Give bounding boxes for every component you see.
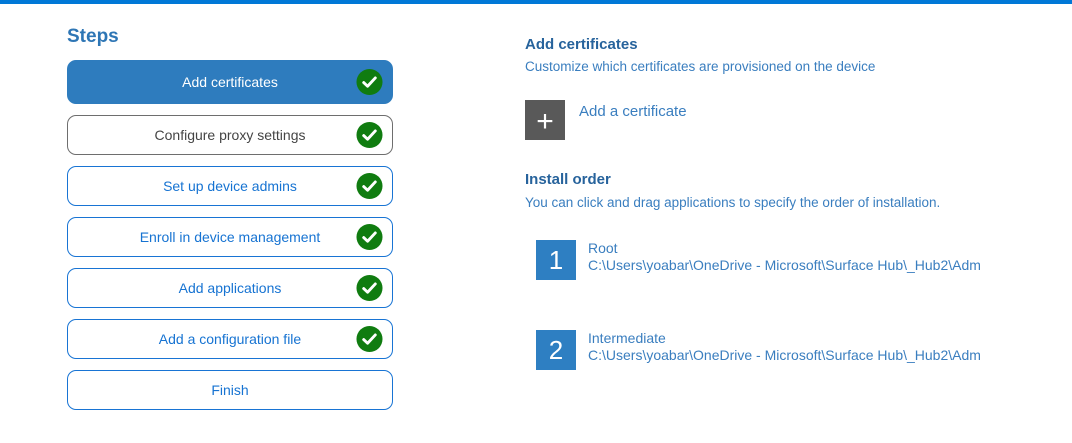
order-number: 2 — [548, 335, 564, 365]
check-icon — [356, 68, 383, 96]
step-label: Add certificates — [182, 74, 278, 90]
add-certificates-panel: Add certificates Customize which certifi… — [525, 36, 1046, 370]
step-add-certificates[interactable]: Add certificates — [67, 60, 393, 104]
steps-list: Add certificates Configure proxy setting… — [67, 60, 393, 410]
install-order-title: Install order — [525, 171, 611, 188]
step-add-applications[interactable]: Add applications — [67, 268, 393, 308]
check-icon — [356, 223, 383, 251]
item-text: Intermediate C:\Users\yoabar\OneDrive - … — [588, 330, 981, 364]
add-certificate-label: Add a certificate — [579, 103, 687, 120]
step-add-a-configuration-file[interactable]: Add a configuration file — [67, 319, 393, 359]
step-finish[interactable]: Finish — [67, 370, 393, 410]
item-text: Root C:\Users\yoabar\OneDrive - Microsof… — [588, 240, 981, 274]
step-set-up-device-admins[interactable]: Set up device admins — [67, 166, 393, 206]
install-order-list: 1 Root C:\Users\yoabar\OneDrive - Micros… — [536, 240, 1046, 370]
order-number-badge: 1 — [536, 240, 576, 280]
install-order-item[interactable]: 1 Root C:\Users\yoabar\OneDrive - Micros… — [536, 240, 1046, 280]
step-label: Enroll in device management — [139, 229, 321, 245]
top-accent-bar — [0, 0, 1072, 4]
check-icon — [356, 274, 383, 302]
step-enroll-in-device-management[interactable]: Enroll in device management — [67, 217, 393, 257]
order-number: 1 — [548, 245, 564, 275]
item-path: C:\Users\yoabar\OneDrive - Microsoft\Sur… — [588, 257, 981, 273]
step-label: Finish — [211, 382, 249, 398]
plus-glyph: + — [536, 105, 554, 138]
check-icon — [356, 121, 383, 149]
order-number-badge: 2 — [536, 330, 576, 370]
check-icon — [356, 325, 383, 353]
panel-title: Add certificates — [525, 36, 638, 53]
check-icon — [356, 172, 383, 200]
step-configure-proxy-settings[interactable]: Configure proxy settings — [67, 115, 393, 155]
steps-title: Steps — [67, 26, 119, 47]
step-label: Add a configuration file — [158, 331, 302, 347]
add-certificate-button[interactable]: + Add a certificate — [525, 100, 687, 140]
item-name: Intermediate — [588, 330, 666, 346]
install-order-item[interactable]: 2 Intermediate C:\Users\yoabar\OneDrive … — [536, 330, 1046, 370]
panel-subtitle: Customize which certificates are provisi… — [525, 59, 876, 74]
step-label: Set up device admins — [163, 178, 297, 194]
step-label: Add applications — [178, 280, 282, 296]
plus-icon[interactable]: + — [525, 100, 565, 140]
install-order-subtitle: You can click and drag applications to s… — [525, 195, 941, 210]
item-name: Root — [588, 240, 618, 256]
item-path: C:\Users\yoabar\OneDrive - Microsoft\Sur… — [588, 347, 981, 363]
steps-sidebar: Steps Add certificates Configure proxy s… — [67, 26, 393, 421]
step-label: Configure proxy settings — [154, 127, 306, 143]
